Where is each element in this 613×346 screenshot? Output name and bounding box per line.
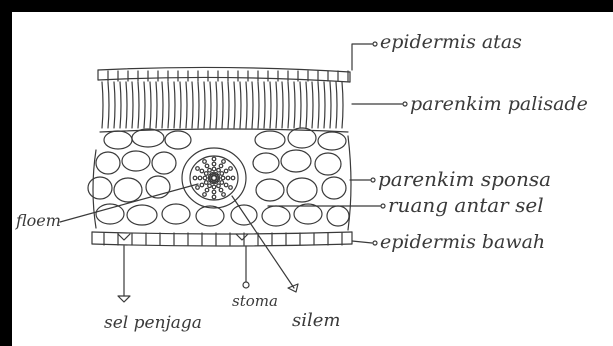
label-parenkim-palisade: parenkim palisade: [410, 93, 588, 115]
label-ruang-antar-sel: ruang antar sel: [388, 193, 544, 217]
label-silem: silem: [292, 310, 340, 331]
label-stoma: stoma: [232, 292, 278, 310]
label-floem: floem: [15, 211, 61, 230]
label-parenkim-sponsa: parenkim sponsa: [378, 167, 551, 191]
label-sel-penjaga: sel penjaga: [104, 313, 202, 333]
label-epidermis-bawah: epidermis bawah: [380, 231, 545, 253]
label-epidermis-atas: epidermis atas: [380, 31, 522, 53]
